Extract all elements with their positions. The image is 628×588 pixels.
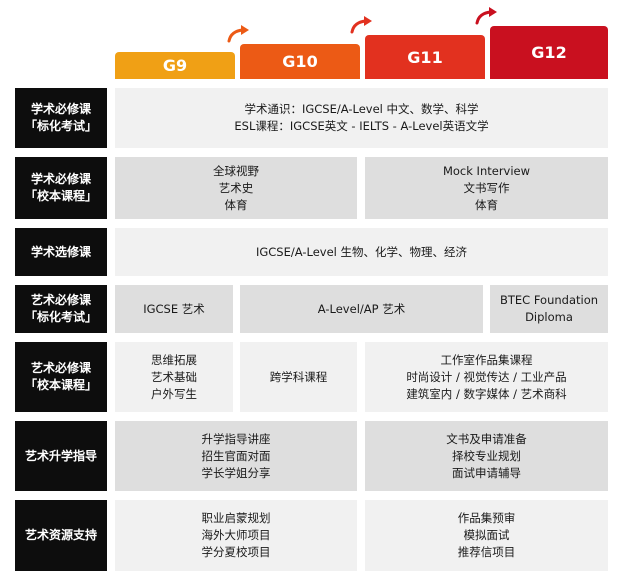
cell-art-resources-g11-g12: 作品集预审 模拟面试 推荐信项目 <box>365 500 608 571</box>
course-line: 艺术基础 <box>151 369 197 384</box>
course-line: 模拟面试 <box>463 528 510 542</box>
row-label-line: 「校本课程」 <box>24 378 97 392</box>
row-label-line: 学术选修课 <box>30 244 91 259</box>
cell-art-resources-g9-g10: 职业启蒙规划 海外大师项目 学分夏校项目 <box>115 500 357 571</box>
grade-g11: G11 <box>365 35 485 79</box>
course-line: 体育 <box>475 197 498 212</box>
course-line: 学分夏校项目 <box>201 545 271 559</box>
cell-academic-elective-all: IGCSE/A-Level 生物、化学、物理、经济 <box>115 228 608 276</box>
row-label-line: 艺术必修课 <box>30 293 91 307</box>
course-line: Mock Interview <box>442 163 531 178</box>
row-label-line: 「校本课程」 <box>24 189 97 203</box>
grade-g12: G12 <box>490 26 608 79</box>
course-line: 时尚设计 / 视觉传达 / 工业产品 <box>406 369 567 384</box>
course-line: Diploma <box>525 310 573 324</box>
cell-art-exam-g10-g11: A-Level/AP 艺术 <box>240 285 483 333</box>
arrow-g12-icon <box>475 7 497 25</box>
cell-art-school-g10: 跨学科课程 <box>240 342 357 412</box>
row-label-line: 「标化考试」 <box>24 310 97 324</box>
row-label-art-required-school: 艺术必修课 「校本课程」 <box>15 342 107 412</box>
course-line: 面试申请辅导 <box>452 465 521 480</box>
row-label-academic-elective: 学术选修课 <box>15 228 107 276</box>
row-label-academic-required-school: 学术必修课 「校本课程」 <box>15 157 107 219</box>
row-label-line: 艺术资源支持 <box>24 528 97 542</box>
cell-art-school-g11-g12: 工作室作品集课程 时尚设计 / 视觉传达 / 工业产品 建筑室内 / 数字媒体 … <box>365 342 608 412</box>
course-line: 招生官面对面 <box>201 448 271 463</box>
row-label-art-guidance: 艺术升学指导 <box>15 421 107 491</box>
row-label-academic-required-exam: 学术必修课 「标化考试」 <box>15 88 107 148</box>
row-label-line: 学术必修课 <box>30 172 91 186</box>
cell-academic-school-g11-g12: Mock Interview 文书写作 体育 <box>365 157 608 219</box>
cell-academic-exam-all: 学术通识：IGCSE/A-Level 中文、数学、科学 ESL课程：IGCSE英… <box>115 88 608 148</box>
course-line: 择校专业规划 <box>452 448 521 463</box>
course-line: 学长学姐分享 <box>201 465 271 480</box>
course-line: 海外大师项目 <box>201 528 271 542</box>
row-label-art-resources: 艺术资源支持 <box>15 500 107 571</box>
course-line: 推荐信项目 <box>457 545 516 559</box>
course-line: IGCSE 艺术 <box>143 301 205 316</box>
course-line: 升学指导讲座 <box>201 431 271 446</box>
course-line: ESL课程：IGCSE英文 - IELTS - A-Level英语文学 <box>234 119 489 133</box>
course-line: 工作室作品集课程 <box>440 352 533 367</box>
course-line: 跨学科课程 <box>269 369 328 384</box>
course-line: 思维拓展 <box>151 352 197 367</box>
course-line: BTEC Foundation <box>499 293 599 307</box>
grade-g10: G10 <box>240 44 360 79</box>
cell-academic-school-g9-g10: 全球视野 艺术史 体育 <box>115 157 357 219</box>
course-line: 全球视野 <box>213 163 259 178</box>
course-line: 体育 <box>224 197 248 212</box>
course-line: 艺术史 <box>218 180 254 195</box>
course-line: IGCSE/A-Level 生物、化学、物理、经济 <box>255 244 468 259</box>
arrow-g10-icon <box>227 25 249 43</box>
course-line: A-Level/AP 艺术 <box>317 301 406 316</box>
row-label-line: 「标化考试」 <box>24 119 97 133</box>
course-line: 文书写作 <box>463 180 510 195</box>
course-line: 学术通识：IGCSE/A-Level 中文、数学、科学 <box>244 102 479 116</box>
cell-art-guidance-g11-g12: 文书及申请准备 择校专业规划 面试申请辅导 <box>365 421 608 491</box>
grade-g9: G9 <box>115 52 235 79</box>
course-line: 文书及申请准备 <box>446 431 527 446</box>
course-line: 户外写生 <box>151 386 197 401</box>
cell-art-exam-g12: BTEC Foundation Diploma <box>490 285 608 333</box>
cell-art-guidance-g9-g10: 升学指导讲座 招生官面对面 学长学姐分享 <box>115 421 357 491</box>
row-label-line: 学术必修课 <box>30 102 91 116</box>
row-label-line: 艺术升学指导 <box>24 448 97 463</box>
course-line: 建筑室内 / 数字媒体 / 艺术商科 <box>406 386 567 401</box>
arrow-g11-icon <box>350 16 372 34</box>
row-label-line: 艺术必修课 <box>30 361 91 375</box>
cell-art-school-g9: 思维拓展 艺术基础 户外写生 <box>115 342 233 412</box>
course-line: 作品集预审 <box>457 511 516 525</box>
cell-art-exam-g9: IGCSE 艺术 <box>115 285 233 333</box>
course-line: 职业启蒙规划 <box>201 511 271 525</box>
row-label-art-required-exam: 艺术必修课 「标化考试」 <box>15 285 107 333</box>
